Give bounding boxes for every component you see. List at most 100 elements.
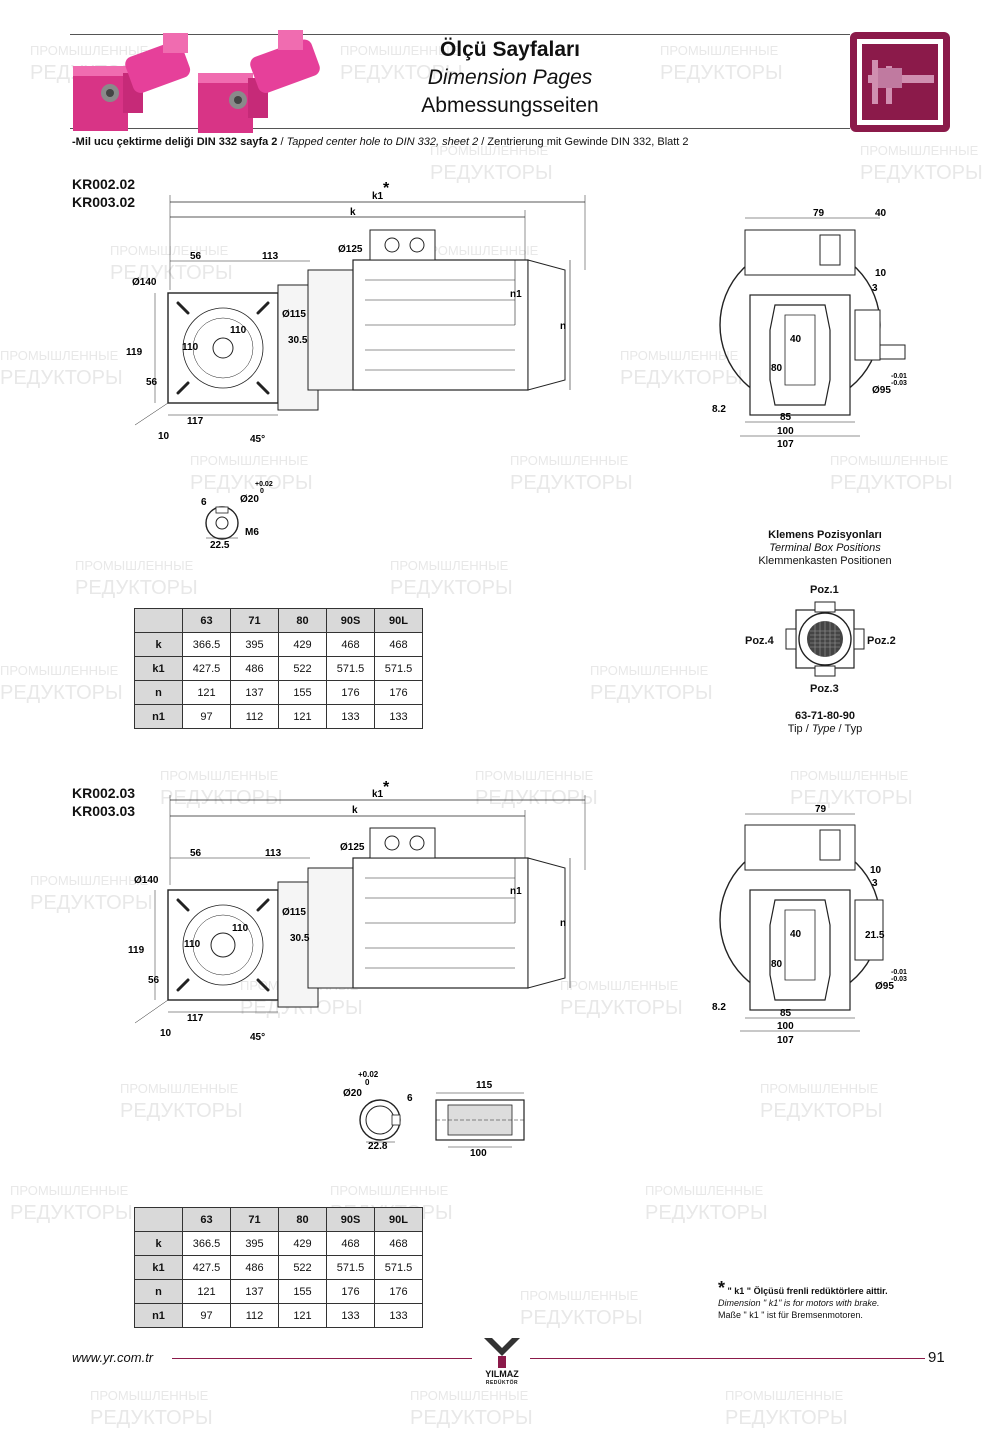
dim-40: 40 xyxy=(875,208,887,219)
column-header: 71 xyxy=(230,1207,279,1232)
dim-107: 107 xyxy=(777,1035,794,1046)
table-cell: 395 xyxy=(230,1231,279,1256)
dim-10: 10 xyxy=(158,431,170,442)
page-number: 91 xyxy=(928,1349,945,1366)
type-en: Type xyxy=(811,723,836,735)
din-note-tr: -Mil ucu çektirme deliği DIN 332 sayfa 2 xyxy=(72,136,278,148)
dim-117: 117 xyxy=(187,1013,204,1024)
table-cell: 395 xyxy=(230,632,279,657)
dim-80: 80 xyxy=(771,959,783,970)
table-cell: 133 xyxy=(326,1303,375,1328)
dim-95: Ø95 xyxy=(872,385,891,396)
table-row: k1 427.5 486 522 571.5 571.5 xyxy=(134,1255,423,1280)
table-cell: 137 xyxy=(230,1279,279,1304)
table-row: k 366.5 395 429 468 468 xyxy=(134,632,423,657)
model-code: KR002.02 xyxy=(72,176,136,192)
footer-line-right xyxy=(530,1358,925,1359)
model-codes-1: KR002.02 KR003.02 xyxy=(72,175,135,211)
column-header: 63 xyxy=(182,608,231,633)
dim-85: 85 xyxy=(780,1008,792,1019)
shaft-end-detail-1: 6 Ø20 +0.02 0 M6 22.5 xyxy=(201,481,273,551)
table-cell: 486 xyxy=(230,1255,279,1280)
title-en: Dimension Pages xyxy=(427,66,593,89)
terminal-box-diagram xyxy=(785,601,865,677)
table-row: n 121 137 155 176 176 xyxy=(134,680,423,705)
dim-10: 10 xyxy=(160,1028,172,1039)
dim-100: 100 xyxy=(470,1148,487,1159)
table-cell: 468 xyxy=(374,1231,423,1256)
dim-20-tol-b: 0 xyxy=(260,488,264,495)
table-cell: 137 xyxy=(230,680,279,705)
dim-20-tol-a: +0.02 xyxy=(255,481,273,488)
dim-40s: 40 xyxy=(790,334,802,345)
row-header: n1 xyxy=(134,704,183,729)
table-cell: 176 xyxy=(374,1279,423,1304)
table-cell: 112 xyxy=(230,704,279,729)
column-header: 90S xyxy=(326,608,375,633)
column-header: 90L xyxy=(374,608,423,633)
dim-k: k xyxy=(352,805,358,816)
table-cell: 176 xyxy=(326,680,375,705)
dim-95-tol-b: -0.03 xyxy=(891,976,907,983)
footer-url[interactable]: www.yr.com.tr xyxy=(72,1350,154,1365)
row-header: n xyxy=(134,1279,183,1304)
poz2-label: Poz.2 xyxy=(867,635,896,647)
dim-107: 107 xyxy=(777,439,794,450)
table-cell: 121 xyxy=(278,704,327,729)
dimension-table-1: 63 71 80 90S 90L k 366.5 395 429 468 468… xyxy=(134,608,423,729)
table-cell: 176 xyxy=(326,1279,375,1304)
front-view-drawing-1: 79 40 10 3 40 80 Ø95 -0.01 -0.03 8.2 85 … xyxy=(712,208,907,450)
table-row: k 366.5 395 429 468 468 xyxy=(134,1231,423,1256)
dim-8-2: 8.2 xyxy=(712,404,726,415)
front-view-drawing-2: 79 10 3 21.5 40 80 Ø95 -0.01 -0.03 8.2 8… xyxy=(712,804,907,1046)
poz1-label: Poz.1 xyxy=(810,584,839,596)
table-cell: 121 xyxy=(182,1279,231,1304)
table-cell: 429 xyxy=(278,1231,327,1256)
table-cell: 468 xyxy=(374,632,423,657)
dim-k: k xyxy=(350,207,356,218)
dim-140: Ø140 xyxy=(132,277,157,288)
table-cell: 486 xyxy=(230,656,279,681)
table-cell: 176 xyxy=(374,680,423,705)
dim-85: 85 xyxy=(780,412,792,423)
model-code: KR003.02 xyxy=(72,194,136,210)
table-cell: 522 xyxy=(278,656,327,681)
table-cell: 571.5 xyxy=(374,656,423,681)
row-header: n xyxy=(134,680,183,705)
header-top-line xyxy=(70,34,850,35)
dim-8-2: 8.2 xyxy=(712,1002,726,1013)
table-cell: 427.5 xyxy=(182,656,231,681)
footnote-tr: * " k1 " Ölçüsü frenli redüktörlere aitt… xyxy=(718,1279,888,1297)
dim-30-5: 30.5 xyxy=(290,933,310,944)
model-code: KR003.03 xyxy=(72,803,136,819)
dim-20-tol-a: +0.02 xyxy=(358,1070,379,1079)
dim-56b: 56 xyxy=(148,975,160,986)
table-cell: 97 xyxy=(182,1303,231,1328)
table-cell: 133 xyxy=(326,704,375,729)
table-cell: 133 xyxy=(374,704,423,729)
dim-95-tol-a: -0.01 xyxy=(891,373,907,380)
table-row: n1 97 112 121 133 133 xyxy=(134,1303,423,1328)
k1-star: * xyxy=(383,780,390,796)
dim-20-tol-b: 0 xyxy=(365,1078,370,1087)
dim-40s: 40 xyxy=(790,929,802,940)
dim-3: 3 xyxy=(872,283,878,294)
table-cell: 571.5 xyxy=(326,656,375,681)
dimension-table-2: 63 71 80 90S 90L k 366.5 395 429 468 468… xyxy=(134,1207,423,1328)
dim-n: n xyxy=(560,918,566,929)
din-note: -Mil ucu çektirme deliği DIN 332 sayfa 2… xyxy=(72,136,689,148)
logo-sub: REDÜKTÖR xyxy=(485,1380,519,1386)
dim-22-8: 22.8 xyxy=(368,1141,388,1152)
type-label: Tip / Type / Typ xyxy=(700,723,950,736)
table-row: k1 427.5 486 522 571.5 571.5 xyxy=(134,656,423,681)
dim-22-5: 22.5 xyxy=(210,540,230,551)
dim-10s: 10 xyxy=(875,268,887,279)
model-code: KR002.03 xyxy=(72,785,136,801)
title-tr: Ölçü Sayfaları xyxy=(439,38,581,61)
yilmaz-logo-icon xyxy=(484,1338,520,1368)
dim-56: 56 xyxy=(190,251,202,262)
terminal-box-title: Klemens Pozisyonları Terminal Box Positi… xyxy=(700,529,950,568)
